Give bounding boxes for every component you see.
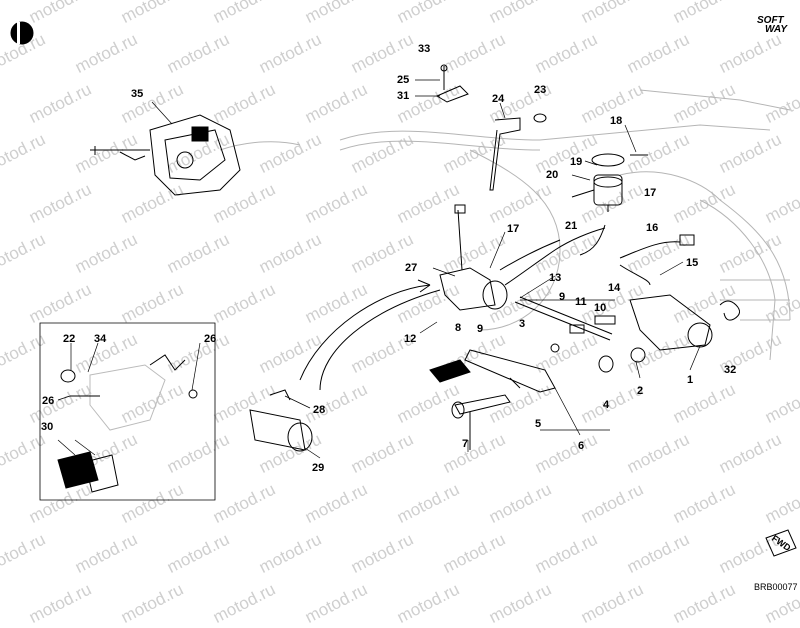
callout-number: 29: [312, 462, 325, 474]
exploded-view-drawing: [10, 21, 797, 557]
callout-number: 8: [455, 322, 462, 334]
callout-number: 33: [418, 43, 431, 55]
callout-number: 12: [404, 333, 417, 345]
callout-number: 1: [687, 374, 694, 386]
detail-box-left: [39, 322, 216, 501]
callout-number: 11: [575, 296, 587, 308]
callout-number: 5: [535, 418, 542, 430]
detail-arrow: [299, 284, 431, 381]
callout-number: 17: [507, 223, 520, 235]
callout-number: 26: [42, 395, 55, 407]
brand-line-1: SOFT: [757, 15, 784, 26]
callout-number: 9: [477, 323, 484, 335]
callout-number: 21: [565, 220, 578, 232]
callout-number: 23: [534, 84, 547, 96]
lever-5: [429, 349, 556, 393]
callout-number: 17: [644, 187, 657, 199]
callout-number: 20: [546, 169, 559, 181]
bracket-31: [435, 64, 469, 103]
master-cylinder-27: [439, 204, 606, 311]
callout-number: 6: [578, 440, 585, 452]
hose-clip-24: [489, 113, 547, 191]
fwd-arrow-icon: [765, 529, 797, 557]
drawing-code: BRB00077: [754, 582, 798, 592]
callout-number: 10: [594, 302, 607, 314]
brand-line-2: WAY: [765, 24, 788, 35]
callout-number: 15: [686, 257, 699, 269]
callout-number: 7: [462, 438, 469, 450]
callout-number: 34: [94, 333, 107, 345]
footpeg-7: [451, 394, 511, 450]
callout-number: 13: [549, 272, 562, 284]
callout-number: 14: [608, 282, 621, 294]
callout-number: 9: [559, 291, 566, 303]
callout-number: 4: [603, 399, 610, 411]
reservoir-19: [571, 153, 648, 212]
pushrod-13: [514, 296, 616, 353]
callout-number: 28: [313, 404, 326, 416]
callout-number: 19: [570, 156, 583, 168]
callout-number: 32: [724, 364, 737, 376]
callout-number: 27: [405, 262, 418, 274]
callout-number: 18: [610, 115, 623, 127]
callout-number: 30: [41, 421, 54, 433]
callout-number: 25: [397, 74, 410, 86]
callout-number: 31: [397, 90, 410, 102]
callout-number: 2: [637, 385, 644, 397]
caliper-35: [90, 114, 241, 196]
callout-number: 35: [131, 88, 144, 100]
brand-logo: SOFT WAY: [757, 15, 788, 35]
callout-number: 16: [646, 222, 659, 234]
frame-outline: [219, 89, 791, 361]
leader-lines: [57, 79, 701, 459]
callout-number: 22: [63, 333, 76, 345]
detail-cylinder-29: [249, 389, 313, 452]
callout-number: 3: [519, 318, 526, 330]
corner-logo-icon: [10, 21, 34, 45]
callout-number: 26: [204, 333, 217, 345]
callout-number: 24: [492, 93, 505, 105]
hose-16: [579, 224, 695, 286]
brake-pedal-1: [598, 294, 740, 373]
